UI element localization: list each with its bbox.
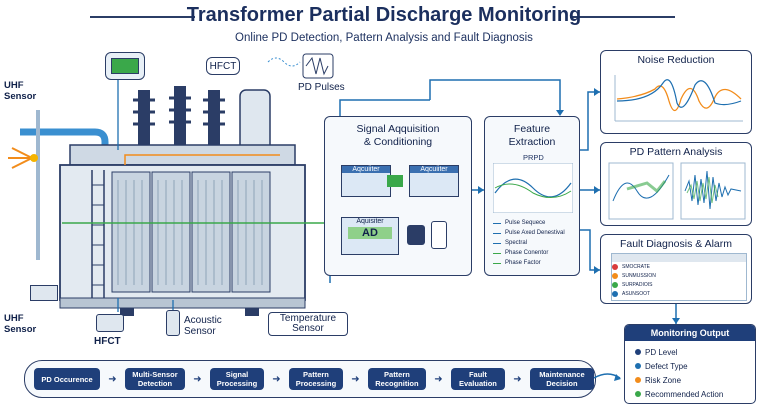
acoustic-sensor-icon bbox=[166, 310, 180, 336]
uhf-pipe bbox=[20, 128, 109, 165]
temperature-sensor-box: Temperature Sensor bbox=[268, 312, 348, 336]
arrow-right-icon: ➜ bbox=[513, 373, 522, 385]
hfct-bottom-label: HFCT bbox=[94, 336, 121, 347]
pattern-charts bbox=[608, 162, 746, 220]
workflow-step: Signal Processing bbox=[209, 368, 264, 390]
acoustic-sensor-label: Acoustic Sensor bbox=[184, 315, 222, 337]
page-title: Transformer Partial Discharge Monitoring bbox=[186, 4, 582, 26]
workflow-step: Fault Evaluation bbox=[450, 368, 505, 390]
acquisition-module-2: Aqcuiiter bbox=[409, 165, 459, 197]
prpd-chart bbox=[493, 163, 573, 213]
arrow-right-icon: ➜ bbox=[351, 373, 360, 385]
page-subtitle: Online PD Detection, Pattern Analysis an… bbox=[235, 32, 533, 44]
acquisition-module-1: Aqcuiiter bbox=[341, 165, 391, 197]
feature-item: Pulse Axed Denestival bbox=[505, 230, 565, 236]
tank-ladder bbox=[91, 170, 105, 298]
acquisition-module-2-label: Aqcuiiter bbox=[410, 166, 458, 173]
feature-item: Pulse Sequece bbox=[505, 220, 546, 226]
fault-title: Fault Diagnosis & Alarm bbox=[619, 238, 733, 250]
output-item: PD Level bbox=[645, 347, 678, 357]
title-rule-right bbox=[570, 16, 675, 18]
title-rule-left bbox=[90, 16, 195, 18]
workflow-step: PD Occurence bbox=[34, 368, 100, 390]
uhf-sensor-bottom-label: UHF Sensor bbox=[4, 313, 37, 335]
feature-list: Pulse Sequece Pulse Axed Denestival Spec… bbox=[493, 220, 577, 266]
feature-item: Phase Conentor bbox=[505, 250, 549, 256]
feature-item: Phase Factor bbox=[505, 260, 541, 266]
pattern-title: PD Pattern Analysis bbox=[629, 146, 723, 158]
transformer-illustration bbox=[8, 70, 330, 330]
pd-pulse-icon bbox=[267, 53, 334, 79]
uhf-sensor-top-label: UHF Sensor bbox=[4, 80, 37, 102]
bushings bbox=[133, 86, 225, 146]
fault-table: SMOCRATE SUNMUSSION SURPADIOIS ASUNSOOT bbox=[611, 253, 747, 301]
signal-acquisition-panel: Signal Aqquisition & Conditioning Aqcuii… bbox=[324, 116, 472, 276]
pd-pulses-label: PD Pulses bbox=[298, 82, 345, 93]
temperature-sensor-label: Temperature Sensor bbox=[279, 313, 337, 334]
radiator-fins bbox=[111, 171, 271, 293]
feature-title: Feature Extraction bbox=[508, 123, 556, 148]
monitoring-output-panel: Monitoring Output PD Level Defect Type R… bbox=[624, 324, 756, 404]
arrow-right-icon: ➜ bbox=[434, 373, 443, 385]
fault-row: ASUNSOOT bbox=[622, 290, 651, 297]
pd-pattern-panel: PD Pattern Analysis bbox=[600, 142, 752, 226]
hfct-top-label: HFCT bbox=[209, 60, 237, 72]
noise-reduction-panel: Noise Reduction bbox=[600, 50, 752, 134]
arrow-right-icon: ➜ bbox=[193, 373, 202, 385]
workflow-step: Multi-Sensor Detection bbox=[124, 368, 185, 390]
ad-label: AD bbox=[348, 227, 392, 239]
hv-wire bbox=[124, 154, 280, 165]
acquisition-module-3-label: Aquisiter bbox=[356, 218, 384, 225]
tank-base bbox=[59, 297, 306, 309]
acquisition-title: Signal Aqquisition & Conditioning bbox=[356, 123, 440, 148]
spark-icon bbox=[8, 147, 38, 169]
output-title: Monitoring Output bbox=[625, 325, 755, 341]
noise-chart bbox=[614, 75, 743, 122]
workflow-step: Pattern Recognition bbox=[367, 368, 426, 390]
workflow-step: Pattern Processing bbox=[288, 368, 343, 390]
noise-title: Noise Reduction bbox=[637, 54, 715, 66]
storage-icon bbox=[407, 225, 425, 245]
workflow-end-arrow bbox=[594, 373, 621, 381]
workflow-steps: PD Occurence ➜ Multi-Sensor Detection ➜ … bbox=[34, 368, 594, 390]
monitor-device-icon bbox=[105, 52, 145, 80]
fault-row: SUNMUSSION bbox=[622, 272, 656, 279]
disk-icon bbox=[431, 221, 447, 249]
feature-extraction-panel: Feature Extraction PRPD Pulse Sequece Pu… bbox=[484, 116, 580, 276]
acquisition-module-1-label: Aqcuiiter bbox=[342, 166, 390, 173]
arrow-right-icon: ➜ bbox=[272, 373, 281, 385]
ad-converter: Aquisiter AD bbox=[341, 217, 399, 255]
prpd-label: PRPD bbox=[523, 153, 544, 162]
workflow-step: Maintenance Decision bbox=[529, 368, 594, 390]
link-icon bbox=[387, 175, 403, 187]
fault-diagnosis-panel: Fault Diagnosis & Alarm SMOCRATE SUNMUSS… bbox=[600, 234, 752, 304]
output-item: Risk Zone bbox=[645, 375, 682, 385]
fault-row: SURPADIOIS bbox=[622, 281, 653, 288]
hfct-top-box: HFCT bbox=[206, 57, 240, 75]
hfct-bottom-icon bbox=[96, 314, 124, 332]
output-item: Recommended Action bbox=[645, 389, 724, 399]
uhf-sensor-bottom-icon bbox=[30, 285, 58, 301]
output-item: Defect Type bbox=[645, 361, 688, 371]
arrow-right-icon: ➜ bbox=[108, 373, 117, 385]
fault-row: SMOCRATE bbox=[622, 263, 650, 270]
feature-item: Spectral bbox=[505, 240, 528, 246]
